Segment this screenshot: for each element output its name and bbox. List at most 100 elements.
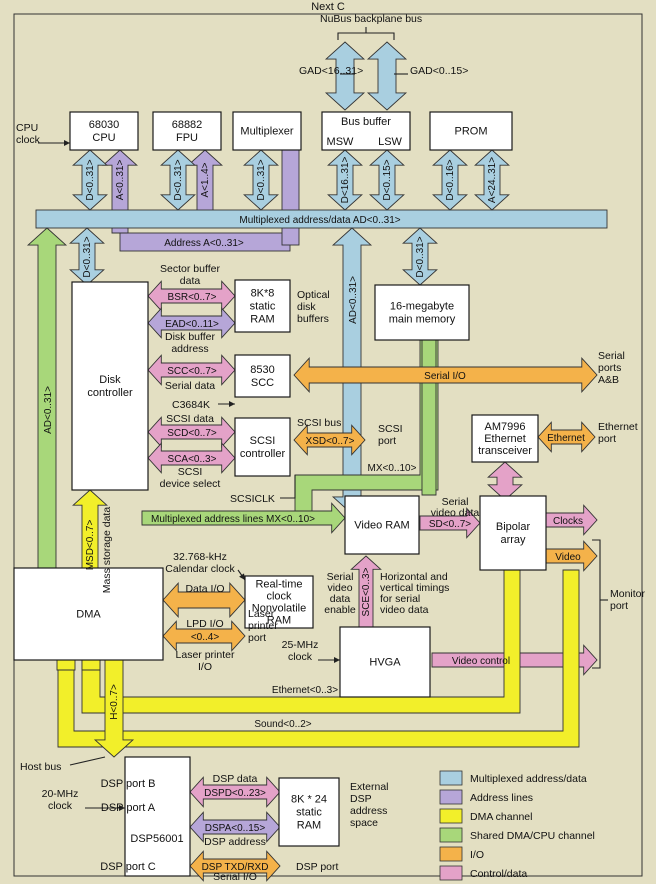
main-memory-block (374, 284, 470, 341)
disk-data-label: D<0..31> (82, 236, 93, 277)
sram-block (234, 279, 291, 333)
bus-layer (26, 27, 608, 882)
h-label: H<0..7> (109, 684, 120, 720)
lsw-label: LSW (378, 136, 402, 148)
sd-label: SD<0..7> (429, 519, 471, 530)
dsp-address-label: DSP address (204, 836, 266, 848)
ethernet-block (471, 414, 539, 463)
mem-data-label: D<0..31> (415, 236, 426, 277)
sca-label: SCA<0..3> (168, 454, 217, 465)
cpu-clock-arrow-head (64, 140, 70, 146)
dma-block-label: DMA (76, 609, 101, 621)
ad-bus (35, 209, 608, 229)
scsi-data-label: SCSI data (166, 413, 214, 425)
legend-swatch (439, 846, 463, 862)
c3684k-arrow-head (229, 401, 235, 407)
ead-label: EAD<0..11> (165, 319, 219, 330)
scsiclk-line (280, 475, 296, 499)
serial-io-arrow (293, 357, 598, 393)
cpu-data-label: D<0..31> (85, 159, 96, 200)
mx-lines-label: Multiplexed address lines MX<0..10> (151, 514, 315, 525)
gad-lo-arrow (366, 41, 408, 111)
c3684k-label: C3684K (172, 399, 210, 411)
mux-block-label: Multiplexer (240, 126, 294, 138)
bsr-label: BSR<0..7> (168, 292, 217, 303)
xsd-label: XSD<0..7> (306, 436, 355, 447)
fpu-data-label: D<0..31> (173, 159, 184, 200)
legend-swatch (439, 808, 463, 824)
lpd-label: <0..4> (191, 632, 220, 643)
lpd-io-label: LPD I/O (186, 618, 223, 630)
legend-swatch (439, 789, 463, 805)
fpu-address-label: A<1..4> (200, 162, 211, 197)
video-arrow (544, 540, 598, 572)
ethernet-bipolar-arrow (487, 461, 523, 501)
cpu-data-arrow (72, 149, 108, 211)
clk25-arrow-head (334, 657, 340, 663)
prom-data-arrow (432, 149, 468, 211)
legend-label: DMA channel (470, 811, 532, 823)
sd-arrow (419, 507, 481, 539)
monitor-brace (592, 539, 601, 669)
legend-label: Control/data (470, 868, 527, 880)
clk20-arrow-head (119, 805, 125, 811)
dsp-txd-label: DSP TXD/RXD (202, 862, 269, 873)
legend-swatch (439, 865, 463, 881)
dsp-label-3: DSP port C (100, 861, 155, 873)
rtc-block (244, 575, 314, 629)
dsp-label-0: DSP port B (101, 778, 156, 790)
bus-buffer-block (321, 111, 411, 151)
scc-block (234, 354, 291, 398)
mux-data-arrow (243, 149, 279, 211)
mux-data-label: D<0..31> (256, 159, 267, 200)
prom-address-label: A<24..31> (487, 157, 498, 203)
dsp-label-1: DSP port A (101, 802, 156, 814)
legend-label: I/O (470, 849, 484, 861)
prom-block-label: PROM (455, 126, 488, 138)
bus-buffer-label: Bus buffer (341, 116, 391, 128)
sound-bus-label: Sound<0..2> (254, 719, 311, 730)
cpu-address-label: A<0..31> (115, 160, 126, 201)
clocks-label: Clocks (553, 516, 583, 527)
cpu-block (69, 111, 139, 151)
nubus-label: NuBus backplane bus (320, 13, 422, 25)
ad-bus-label: Multiplexed address/data AD<0..31> (239, 215, 400, 226)
msw-data-label: D<16..31> (340, 156, 351, 203)
serial-data-label: Serial data (165, 380, 215, 392)
video-ram-block (344, 495, 420, 555)
prom-data-label: D<0..16> (445, 159, 456, 200)
hvga-block-label: HVGA (369, 657, 401, 669)
serial-io-label: Serial I/O (424, 371, 466, 382)
bipolar-block (479, 495, 547, 571)
hvga-block (339, 626, 431, 698)
serial-io-dsp-label: Serial I/O (213, 871, 257, 883)
mass-storage-label: Mass storage data (101, 507, 113, 594)
calendar-clock-arrow-head (239, 573, 245, 580)
sce-label: SCE<0..3> (361, 567, 372, 616)
lsw-arrow (369, 149, 405, 211)
clocks-arrow (544, 504, 598, 536)
disk-controller-block (71, 281, 149, 491)
ethernet-bus-label: Ethernet<0..3> (272, 685, 338, 696)
prom-block (429, 111, 513, 151)
msw-arrow (327, 149, 363, 211)
ad-left-label: AD<0..31> (43, 386, 54, 434)
